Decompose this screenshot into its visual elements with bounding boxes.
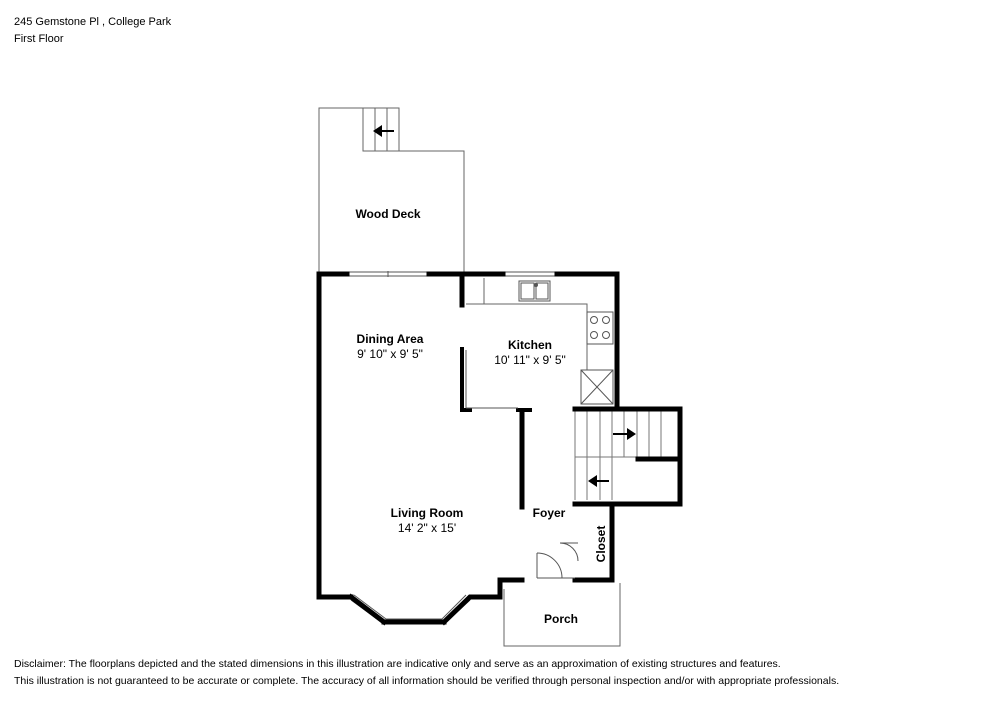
address-label: 245 Gemstone Pl , College Park [14, 16, 172, 28]
floor-label: First Floor [14, 33, 64, 45]
front-door [536, 552, 575, 579]
kitchen-dims: 10' 11" x 9' 5" [494, 353, 566, 367]
stair-up-arrow-icon [613, 428, 636, 440]
staircase [574, 410, 662, 500]
porch-label: Porch [544, 612, 578, 626]
kitchen-label: Kitchen [508, 338, 552, 352]
stair-down-arrow-icon [588, 475, 609, 487]
sliding-door [347, 271, 429, 277]
deck-stair-arrow-icon [373, 125, 394, 137]
wood-deck [318, 107, 465, 272]
dining-area-label: Dining Area [357, 332, 424, 346]
kitchen-partition [465, 350, 518, 409]
disclaimer-line-1: Disclaimer: The floorplans depicted and … [14, 658, 781, 670]
living-room-label: Living Room [391, 506, 464, 520]
plan-header: 245 Gemstone Pl , College Park First Flo… [14, 14, 171, 48]
kitchen-counter [466, 278, 588, 370]
disclaimer: Disclaimer: The floorplans depicted and … [14, 656, 839, 690]
dining-area-dims: 9' 10" x 9' 5" [357, 347, 423, 361]
wood-deck-label: Wood Deck [355, 207, 420, 221]
refrigerator-icon [580, 369, 614, 405]
kitchen-window [503, 271, 557, 277]
living-room-dims: 14' 2" x 15' [398, 521, 456, 535]
closet-door [559, 542, 579, 562]
porch [503, 583, 621, 647]
kitchen-sink-icon [518, 280, 551, 302]
disclaimer-line-2: This illustration is not guaranteed to b… [14, 675, 840, 687]
walls [316, 271, 683, 626]
walls-thin [460, 347, 532, 412]
foyer-label: Foyer [533, 506, 566, 520]
closet-label: Closet [594, 526, 608, 563]
stove-icon [586, 311, 614, 345]
